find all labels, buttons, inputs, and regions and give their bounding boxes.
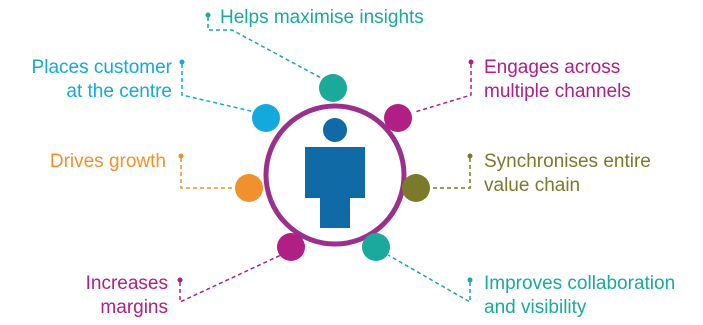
label-line: Increases xyxy=(85,273,168,294)
label-value-chain: Synchronises entire value chain xyxy=(484,150,651,198)
label-line: value chain xyxy=(484,175,581,196)
node-growth xyxy=(235,174,263,202)
node-collaboration xyxy=(362,233,390,261)
connector-channels xyxy=(414,64,472,113)
dot-value-chain xyxy=(467,153,473,159)
person-icon xyxy=(305,118,365,228)
label-line: margins xyxy=(100,297,168,318)
dot-margins xyxy=(177,277,183,283)
dot-growth xyxy=(178,153,184,159)
label-line: Helps maximise insights xyxy=(220,7,424,28)
label-line: Synchronises entire xyxy=(484,151,651,172)
label-line: multiple channels xyxy=(484,81,631,102)
label-insights: Helps maximise insights xyxy=(220,6,424,30)
dot-channels xyxy=(468,59,474,65)
label-line: Improves collaboration xyxy=(484,273,676,294)
label-collaboration: Improves collaboration and visibility xyxy=(484,272,675,320)
dot-customer xyxy=(179,59,185,65)
connector-growth xyxy=(180,158,236,189)
connector-customer xyxy=(181,64,256,113)
label-line: and visibility xyxy=(484,297,587,318)
label-growth: Drives growth xyxy=(50,150,166,174)
label-customer: Places customer at the centre xyxy=(32,56,172,104)
label-line: Engages across xyxy=(484,57,621,78)
dot-insights xyxy=(205,12,211,18)
label-line: Drives growth xyxy=(49,151,166,172)
label-margins: Increases margins xyxy=(86,272,168,320)
label-channels: Engages across multiple channels xyxy=(484,56,631,104)
connector-insights xyxy=(207,17,326,81)
connector-value-chain xyxy=(430,158,471,189)
node-margins xyxy=(277,233,305,261)
node-value-chain xyxy=(402,174,430,202)
label-line: Places customer xyxy=(31,57,172,78)
node-channels xyxy=(384,104,412,132)
connector-collaboration xyxy=(387,254,471,304)
dot-collaboration xyxy=(467,277,473,283)
node-customer xyxy=(252,104,280,132)
connector-margins xyxy=(179,254,282,304)
label-line: at the centre xyxy=(66,81,172,102)
node-insights xyxy=(319,74,347,102)
center-ring xyxy=(263,103,407,247)
